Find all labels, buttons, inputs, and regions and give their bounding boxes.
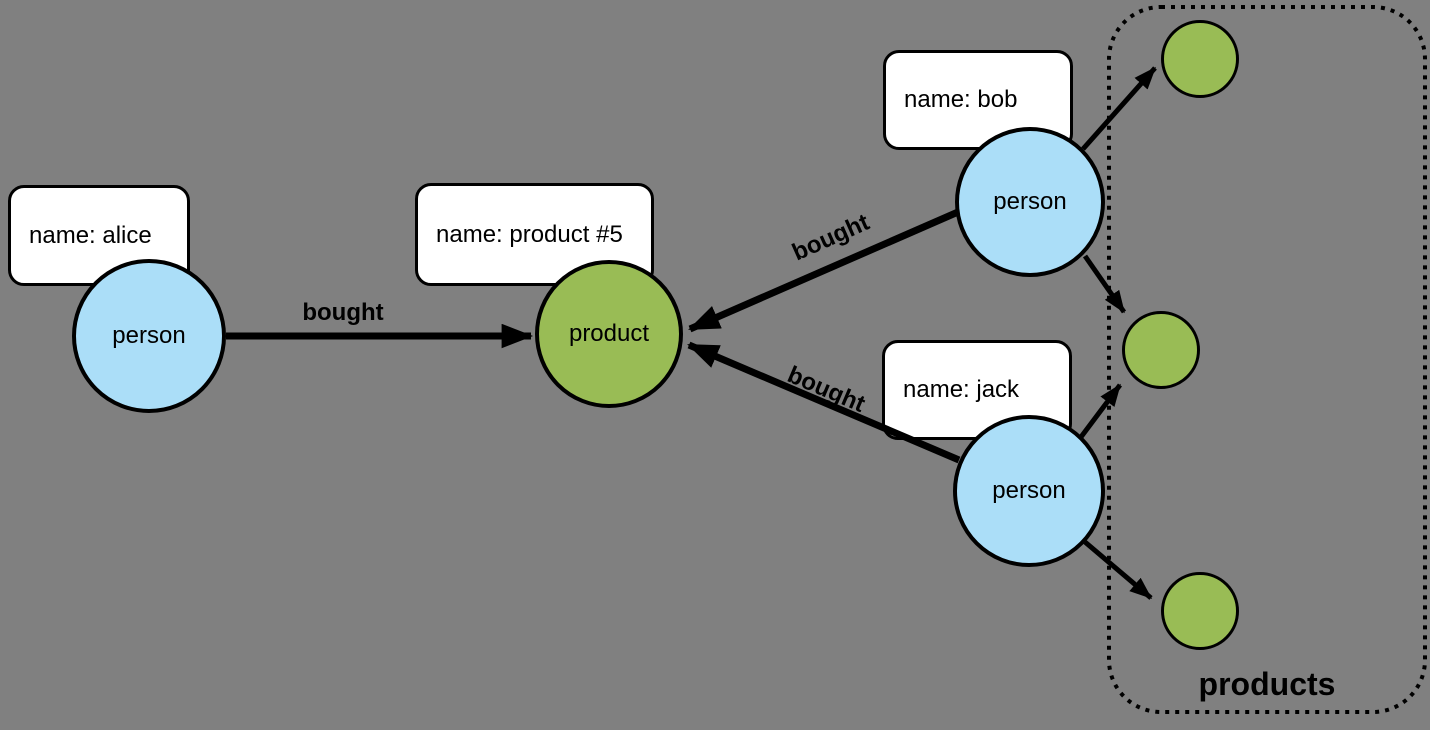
node-person-bob: person — [955, 127, 1105, 277]
node-label-alice: person — [112, 322, 186, 349]
edge-jack-product-middle — [1079, 383, 1122, 439]
node-product-5: product — [535, 260, 683, 408]
property-box-jack: name: jack — [882, 340, 1072, 440]
property-text-bob: name: bob — [904, 86, 1018, 113]
edge-bob-bought-product — [688, 208, 960, 333]
products-group-outline — [1107, 5, 1427, 714]
property-text-product: name: product #5 — [436, 220, 623, 248]
products-group-label: products — [1198, 666, 1336, 702]
node-label-bob: person — [993, 188, 1067, 215]
edge-label-bought-alice: bought — [302, 299, 384, 326]
edge-jack-product-bottom — [1083, 540, 1153, 600]
node-label-product: product — [568, 320, 650, 347]
node-product-small-top — [1161, 20, 1239, 98]
edge-bob-product-top — [1081, 66, 1157, 151]
edge-jack-bought-product — [687, 341, 961, 464]
edge-bob-product-middle — [1082, 254, 1127, 314]
node-label-jack: person — [992, 477, 1066, 504]
property-text-jack: name: jack — [903, 376, 1020, 403]
node-person-jack: person — [953, 415, 1105, 567]
property-text-alice: name: alice — [29, 221, 152, 249]
node-person-alice: person — [72, 259, 226, 413]
node-product-small-middle — [1122, 311, 1200, 389]
node-product-small-bottom — [1161, 572, 1239, 650]
property-box-product: name: product #5 — [415, 183, 654, 286]
